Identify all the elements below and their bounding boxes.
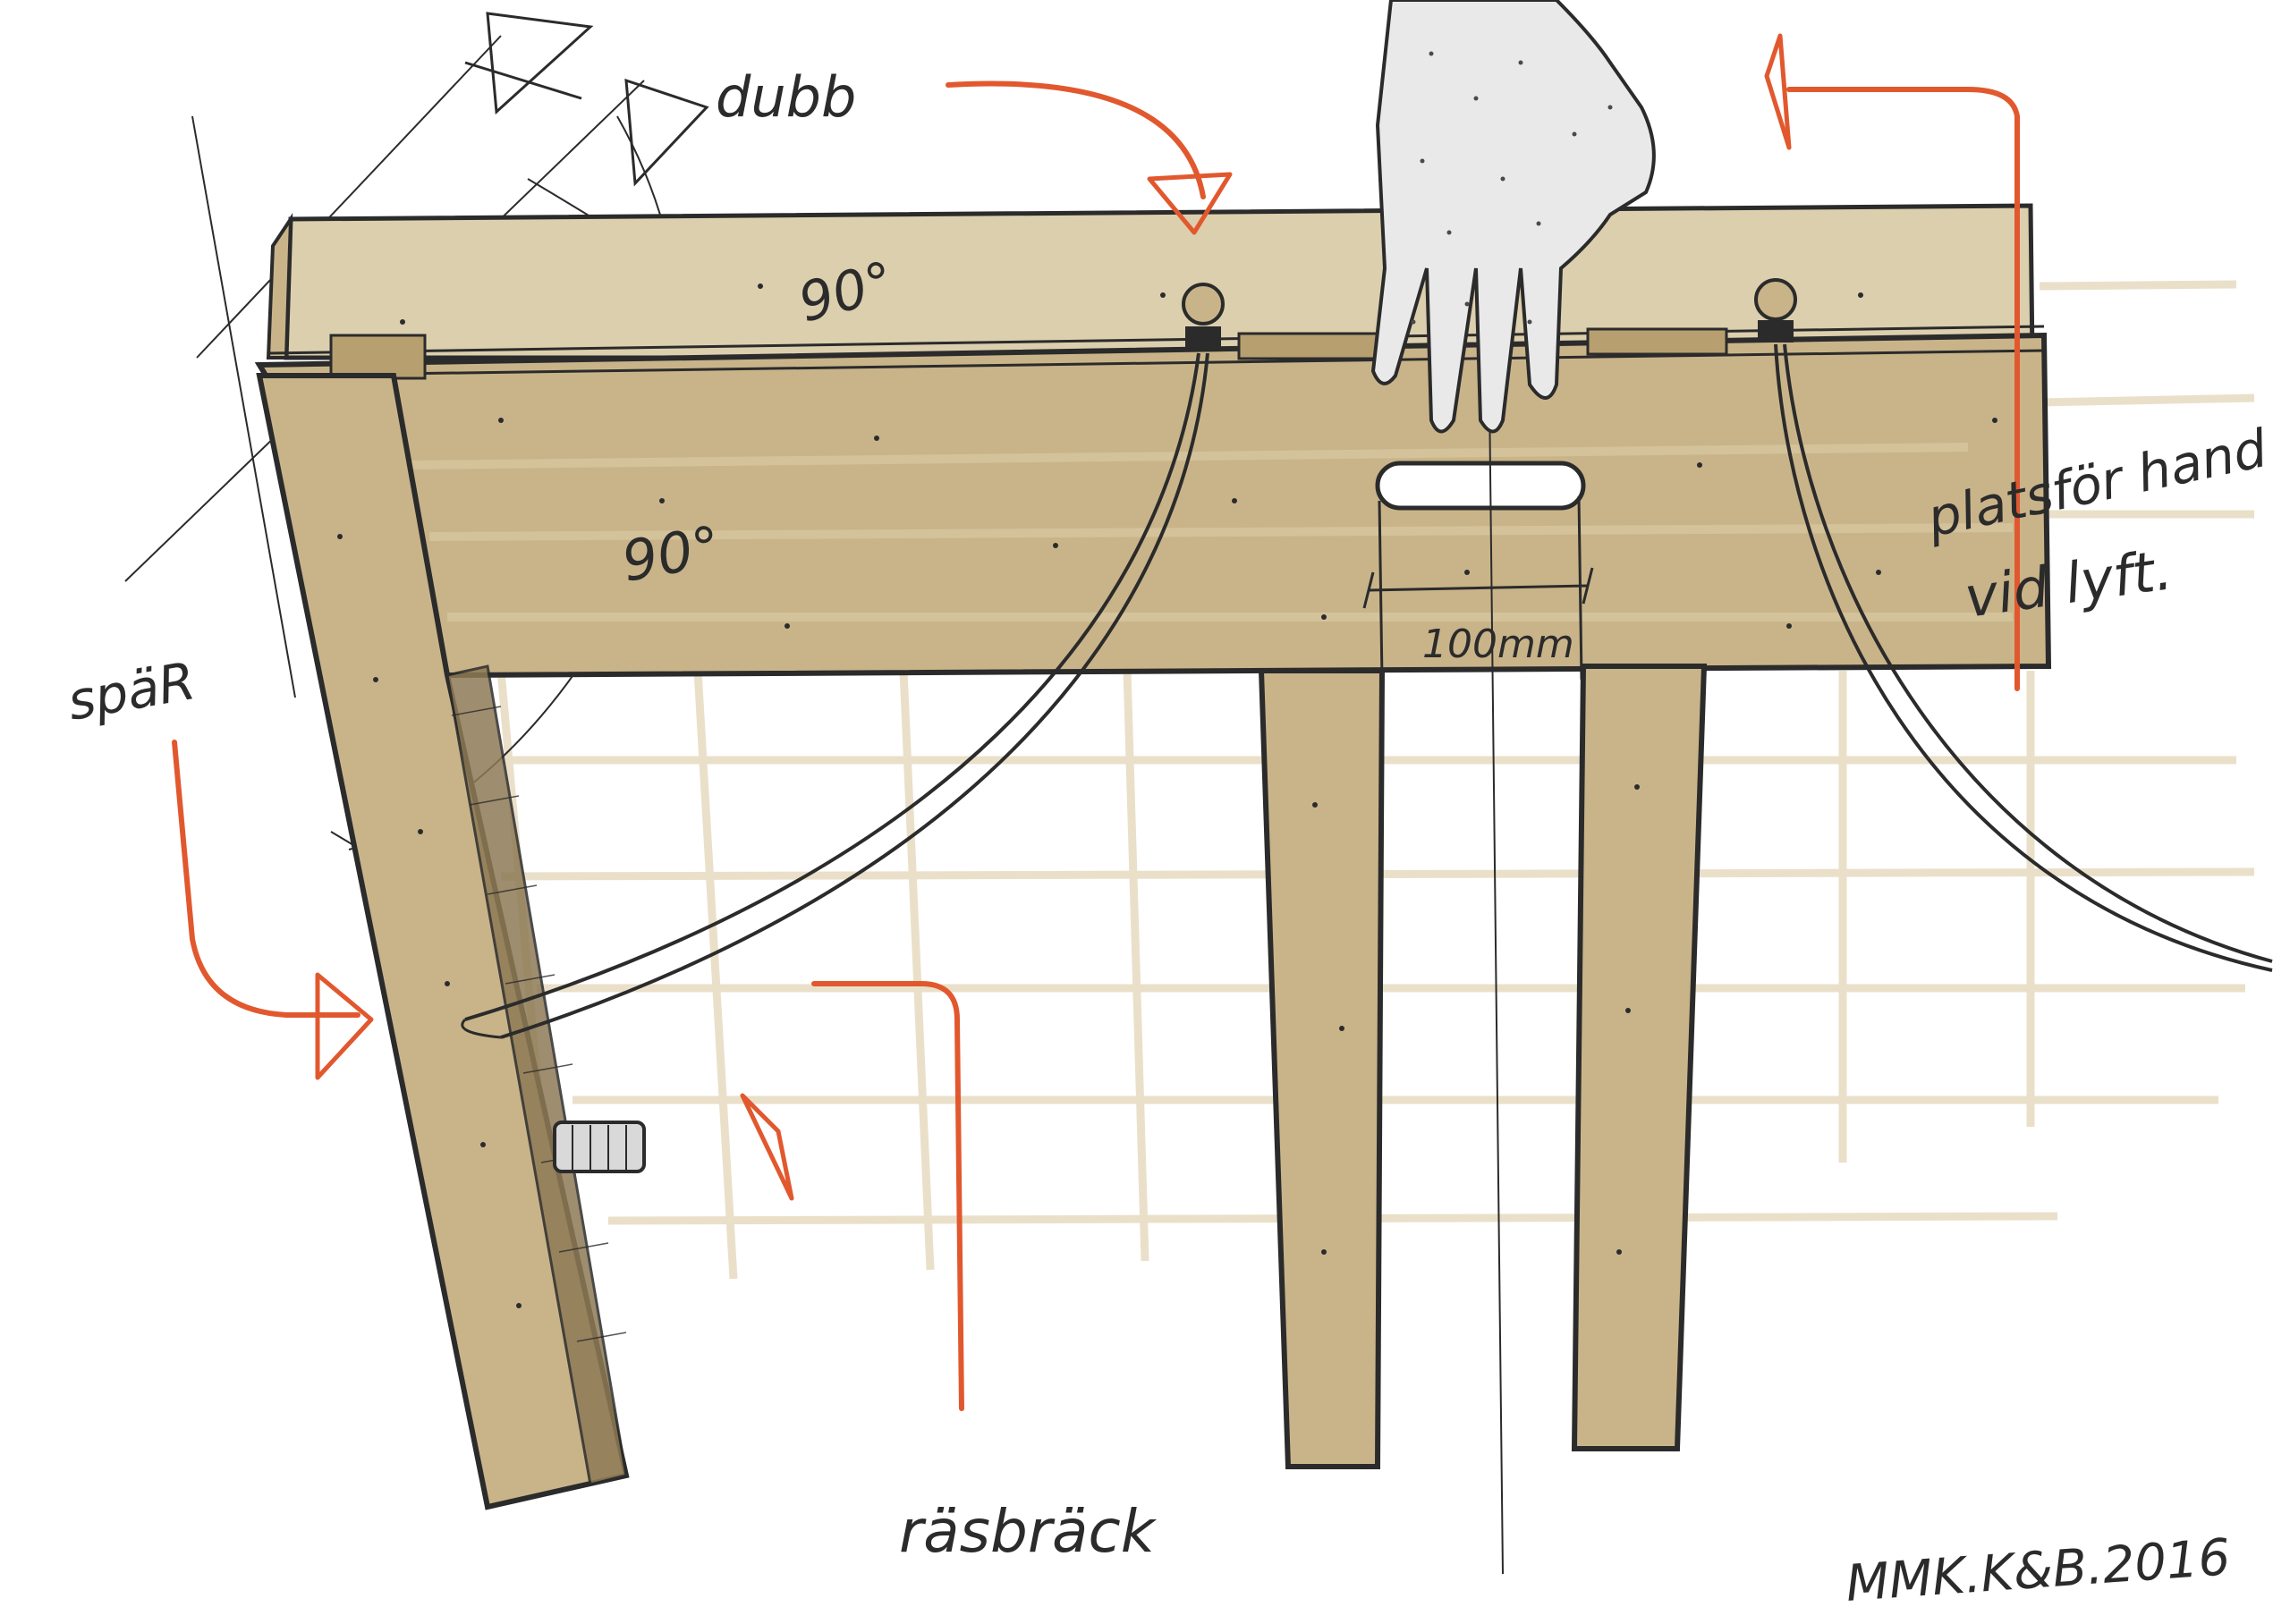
- label-dubb: dubb: [716, 64, 856, 130]
- dimension-line: [1362, 495, 1594, 681]
- main-beam: [254, 266, 2052, 679]
- label-rasbrack: räsbräck: [899, 1497, 1158, 1566]
- hand-slot: [1375, 461, 1586, 511]
- slanted-leg: [256, 373, 630, 1510]
- peg-left: [1182, 283, 1225, 349]
- front-leg-right: [1571, 664, 1708, 1451]
- label-dimension: 100mm: [1422, 622, 1574, 667]
- front-leg-left: [1258, 668, 1386, 1469]
- leg-stop-block: [553, 1121, 646, 1173]
- signature: MMK.K&B.2016: [1844, 1528, 2232, 1613]
- glove-icon: [1370, 0, 1656, 434]
- strap-right: [1774, 343, 2273, 972]
- dubb-wedges: [464, 12, 709, 187]
- peg-right: [1754, 278, 1797, 343]
- label-spar: späR: [64, 650, 200, 732]
- annotation-arrows: [172, 33, 2020, 1411]
- strap-left: [461, 352, 1209, 1039]
